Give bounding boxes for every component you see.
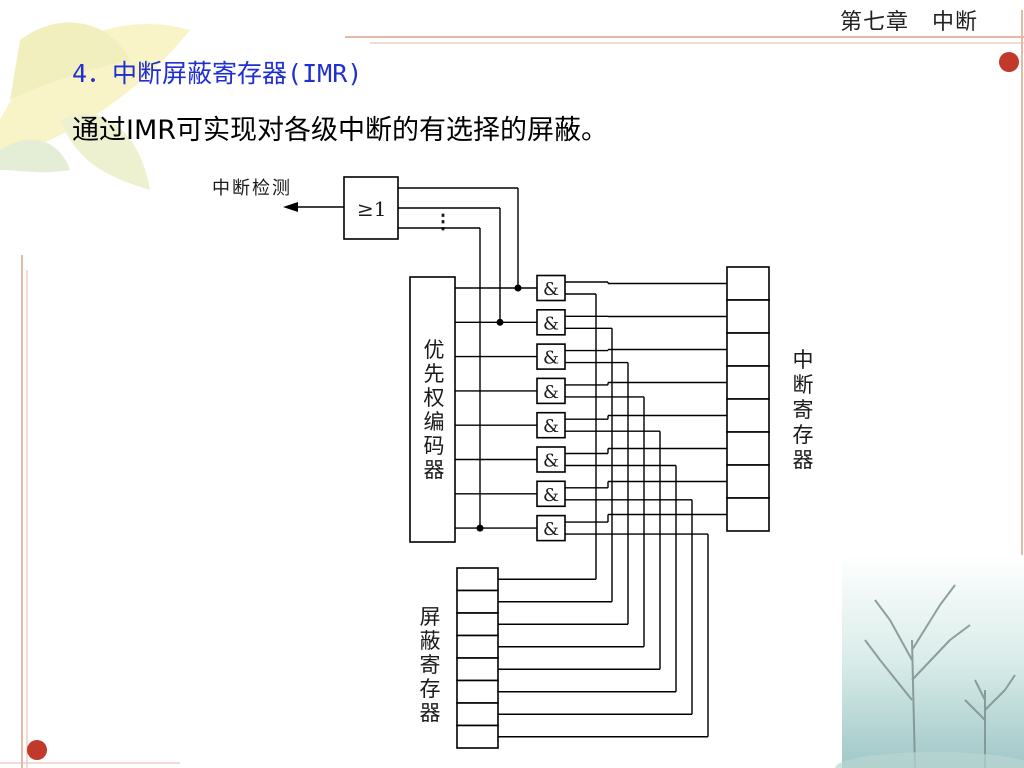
mask-register-cell — [456, 679, 499, 704]
and-gate — [536, 514, 566, 542]
interrupt-register-cell — [726, 266, 770, 301]
mask-register — [456, 567, 499, 749]
encoder-label-char: 器 — [424, 458, 445, 482]
accent-dot-top-right — [999, 52, 1019, 72]
encoder-label-char: 码 — [424, 434, 445, 458]
or-gate-ellipsis: ⋮ — [433, 209, 453, 233]
mask-register-label-char: 寄 — [420, 653, 441, 677]
junction-dot — [496, 318, 504, 326]
and-gate-label: & — [543, 313, 559, 334]
interrupt-detect-arrow — [283, 202, 344, 212]
encoder-label-char: 编 — [424, 410, 445, 434]
interrupt-register-cell — [726, 431, 770, 466]
chapter-title: 第七章 中断 — [839, 10, 978, 35]
encoder-label-char: 优 — [424, 338, 445, 362]
encoder-label-char: 先 — [424, 362, 445, 386]
wiring — [398, 187, 727, 738]
int-register-label-char: 器 — [793, 448, 814, 472]
and-gate-label: & — [543, 382, 559, 403]
mask-register-cell — [456, 589, 499, 614]
int-register-label-char: 寄 — [793, 398, 814, 422]
int-register-label-char: 中 — [793, 348, 814, 372]
and-gate-label: & — [543, 348, 559, 369]
interrupt-register-cell — [726, 398, 770, 433]
interrupt-detect-label: 中断检测 — [212, 178, 292, 199]
leaf-decoration — [0, 22, 190, 190]
body-text: 通过IMR可实现对各级中断的有选择的屏蔽。 — [72, 115, 609, 146]
and-gate — [536, 411, 566, 439]
and-gate — [536, 274, 566, 302]
or-gate — [343, 176, 399, 240]
mask-register-cell — [456, 567, 499, 592]
and-gate — [536, 377, 566, 405]
int-register-label-char: 存 — [793, 423, 814, 447]
mask-register-label-char: 屏 — [420, 605, 441, 629]
junction-dot — [514, 284, 522, 292]
and-gate-label: & — [543, 451, 559, 472]
interrupt-register-cell — [726, 464, 770, 499]
accent-dot-bottom-left — [27, 740, 47, 760]
interrupt-register-cell — [726, 497, 770, 532]
winter-tree-image — [835, 555, 1024, 768]
interrupt-register — [726, 266, 770, 532]
mask-register-cell — [456, 702, 499, 727]
or-gate-label: ≥1 — [357, 197, 386, 221]
interrupt-register-cell — [726, 332, 770, 367]
mask-register-cell — [456, 634, 499, 659]
interrupt-register-cell — [726, 365, 770, 400]
mask-register-label-char: 存 — [420, 677, 441, 701]
and-gate-label: & — [543, 485, 559, 506]
and-gate — [536, 343, 566, 370]
and-gate — [536, 446, 566, 473]
and-gate — [536, 480, 566, 508]
mask-register-label: 屏蔽寄存器 — [420, 605, 441, 725]
mask-register-label-char: 蔽 — [420, 629, 441, 653]
and-gates: & & & & & & & & — [536, 274, 566, 542]
mask-register-cell — [456, 724, 499, 749]
priority-encoder — [409, 276, 456, 543]
encoder-label-char: 权 — [424, 386, 445, 410]
junction-dot — [476, 524, 484, 532]
mask-register-label-char: 器 — [420, 701, 441, 725]
and-gate-label: & — [543, 519, 559, 540]
int-register-label-char: 断 — [793, 373, 814, 397]
mask-register-cell — [456, 657, 499, 682]
and-gate-label: & — [543, 279, 559, 300]
and-gate — [536, 308, 566, 336]
interrupt-register-cell — [726, 299, 770, 334]
mask-register-cell — [456, 612, 499, 637]
and-gate-label: & — [543, 416, 559, 437]
section-heading: 4．中断屏蔽寄存器(IMR) — [72, 59, 363, 88]
